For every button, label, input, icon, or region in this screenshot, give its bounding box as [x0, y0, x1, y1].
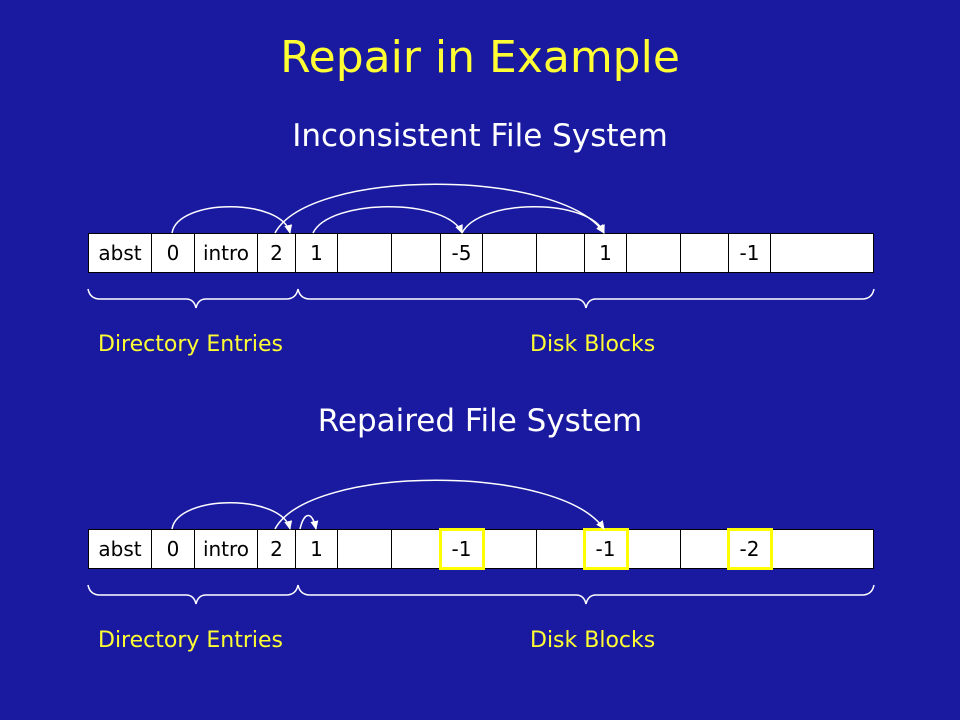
- entry-cell: intro: [195, 530, 258, 568]
- pointer-arc: [461, 206, 605, 234]
- entry-cell: intro: [195, 234, 258, 272]
- block-cell: 1: [585, 234, 627, 272]
- disk-blocks-label: Disk Blocks: [530, 332, 656, 357]
- brace-directory: [87, 584, 299, 605]
- page-title: Repair in Example: [280, 32, 680, 83]
- block-array-inconsistent: abst 0 intro 2 1 -5 1 -1: [88, 233, 874, 273]
- brace-directory: [87, 288, 299, 309]
- entry-cell: 2: [258, 530, 296, 568]
- entry-cell: 0: [152, 234, 195, 272]
- block-cell: [392, 234, 441, 272]
- directory-entries-label: Directory Entries: [98, 332, 284, 357]
- section-heading-inconsistent: Inconsistent File System: [292, 118, 668, 154]
- block-cell: [537, 530, 585, 568]
- block-cell: -1: [583, 528, 629, 570]
- block-array-repaired: abst 0 intro 2 1 -1 -1 -2: [88, 528, 874, 570]
- block-cell: [681, 234, 729, 272]
- pointer-arc: [299, 514, 319, 530]
- brace-disk: [297, 584, 875, 605]
- block-cell: [338, 234, 392, 272]
- block-cell: [627, 530, 681, 568]
- entry-cell: 0: [152, 530, 195, 568]
- pointer-arc: [274, 479, 605, 530]
- entry-cell: abst: [89, 234, 152, 272]
- brace-disk: [297, 288, 875, 309]
- block-cell: -2: [727, 528, 773, 570]
- pointer-arc: [312, 206, 463, 234]
- pointer-arc: [171, 206, 293, 234]
- directory-entries-label: Directory Entries: [98, 628, 284, 653]
- section-heading-repaired: Repaired File System: [317, 403, 643, 439]
- pointer-arc: [171, 502, 293, 530]
- block-cell: [681, 530, 729, 568]
- block-cell: 1: [296, 234, 338, 272]
- block-cell: [483, 234, 537, 272]
- entry-cell: 2: [258, 234, 296, 272]
- block-cell: [392, 530, 441, 568]
- block-cell: -5: [441, 234, 483, 272]
- entry-cell: abst: [89, 530, 152, 568]
- pointer-arc: [274, 183, 605, 234]
- block-cell: -1: [439, 528, 485, 570]
- block-cell: [537, 234, 585, 272]
- block-cell: [627, 234, 681, 272]
- block-cell: 1: [296, 530, 338, 568]
- block-cell: [483, 530, 537, 568]
- block-cell: -1: [729, 234, 771, 272]
- disk-blocks-label: Disk Blocks: [530, 628, 656, 653]
- block-cell: [338, 530, 392, 568]
